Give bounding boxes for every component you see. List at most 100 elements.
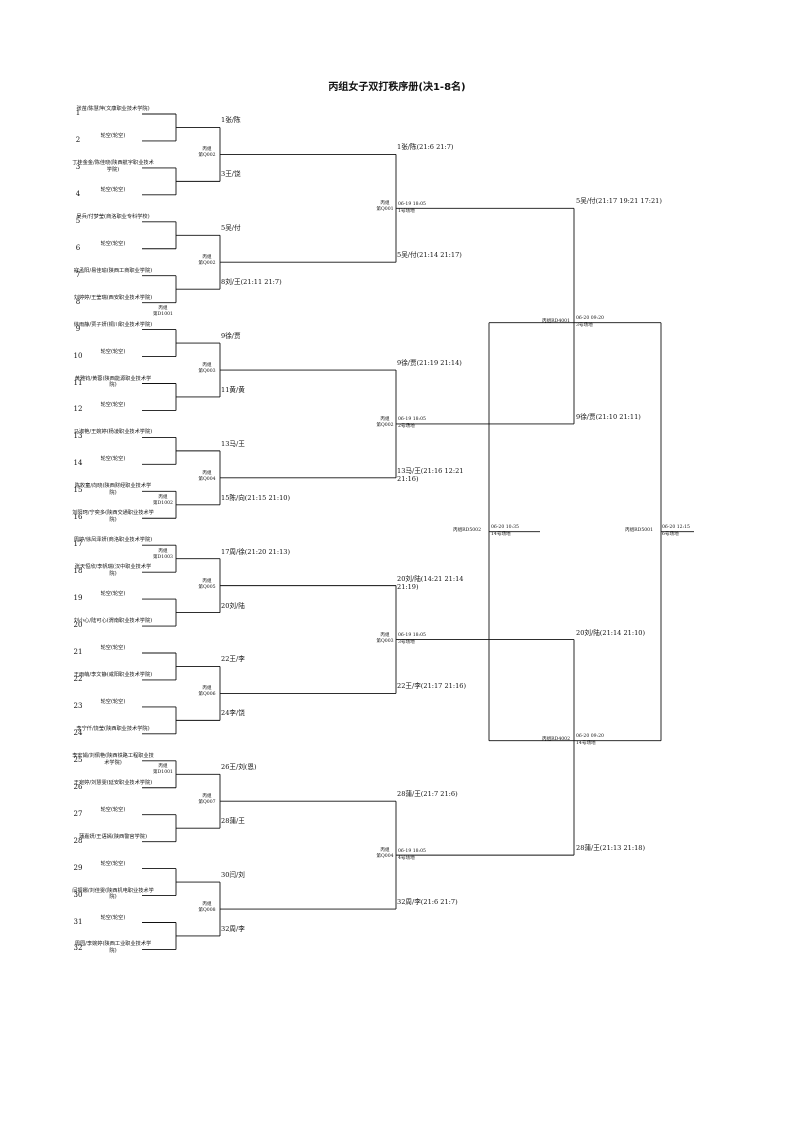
match-code: 丙组 第Q004	[198, 470, 216, 482]
round3-winner: 1张/陈(21:6 21:7)	[397, 143, 454, 152]
match-code: 丙组 第D1001	[153, 306, 173, 318]
round3-winner: 20刘/陆(14:21 21:14 21:19)	[397, 574, 464, 591]
entrant-name: 轮空(轮空)	[100, 860, 126, 867]
seed-number: 2	[75, 135, 81, 144]
seed-number: 13	[73, 432, 83, 441]
seed-number: 6	[75, 243, 81, 252]
match-time: 06-19 18:05	[398, 848, 426, 854]
entrant-name: 李宁仟/饶莹(陕西职业技术学院)	[76, 725, 150, 732]
entrant-name: 轮空(轮空)	[100, 132, 126, 139]
round2-winner: 3王/饶	[221, 170, 241, 179]
round2-winner: 5吴/付	[221, 224, 241, 233]
seed-number: 29	[73, 863, 83, 872]
entrant-name: 蒲嘉妍/王语嫣(陕西警官学院)	[78, 833, 148, 840]
match-time: 06-20 10:35	[491, 525, 519, 531]
match-venue: 3号场地	[576, 323, 593, 329]
entrant-name: 轮空(轮空)	[100, 914, 126, 921]
entrant-name: 陈牧童/向晓(陕西财经职业技术学院)	[74, 483, 152, 497]
seed-number: 32	[73, 944, 83, 953]
match-time: 06-19 18:05	[398, 417, 426, 423]
entrant-name: 吴兵/付梦莹(商洛职业专科学校)	[76, 213, 150, 220]
entrant-name: 刘阳珂/宁奕多(陕西交通职业技术学院)	[72, 510, 154, 524]
round2-winner: 11黄/黄	[221, 385, 245, 394]
match-time: 06-20 12:15	[662, 525, 690, 531]
match-code: 丙组RD5002	[452, 527, 482, 533]
round3-winner: 5吴/付(21:14 21:17)	[397, 251, 462, 260]
seed-number: 18	[73, 567, 83, 576]
match-venue: 14号场地	[576, 741, 596, 747]
match-code: 丙组 第Q004	[376, 848, 394, 860]
match-venue: 4号场地	[398, 855, 415, 861]
entrant-name: 轮空(轮空)	[100, 698, 126, 705]
round2-winner: 30闫/刘	[221, 871, 245, 880]
seed-number: 16	[73, 513, 83, 522]
seed-number: 28	[73, 836, 83, 845]
seed-number: 7	[75, 270, 81, 279]
seed-number: 15	[73, 486, 83, 495]
entrant-name: 闫振娜/刘佳雯(陕西机电职业技术学院)	[72, 887, 154, 901]
entrant-name: 丁桂金金/陈佳晓(陕西航宇职业技术学院)	[72, 159, 154, 173]
seed-number: 22	[73, 674, 83, 683]
match-code: 丙组 第D1003	[153, 548, 173, 560]
round3-winner: 28蒲/王(21:7 21:6)	[397, 790, 458, 799]
entrant-name: 周园/李婉婷(陕西工业职业技术学院)	[74, 941, 152, 955]
seed-number: 21	[73, 648, 83, 656]
seed-number: 20	[73, 621, 83, 630]
entrant-name: 张天恒欣/李帆瑞(汉中职业技术学院)	[74, 564, 152, 577]
round2-winner: 9徐/贾	[221, 332, 241, 341]
seed-number: 4	[75, 189, 81, 198]
match-venue: 1号场地	[398, 208, 415, 214]
round2-winner: 26王/刘(恩)	[221, 763, 257, 772]
match-time: 06-20 09:20	[576, 316, 604, 322]
match-code: 丙组 第Q003	[198, 363, 216, 375]
round3-winner: 13马/王(21:16 12:21 21:16)	[397, 466, 464, 483]
match-code: 丙组RD5001	[624, 527, 654, 533]
round4-winner: 28蒲/王(21:13 21:18)	[576, 844, 646, 853]
match-venue: 14号场地	[491, 532, 511, 538]
entrant-name: 周婷/徐凤泽妍(商洛职业技术学院)	[73, 537, 153, 544]
seed-number: 26	[73, 782, 83, 791]
round4-winner: 20刘/陆(21:14 21:10)	[576, 628, 646, 637]
seed-number: 14	[73, 459, 83, 468]
entrant-name: 寇孟阳/易佳瑜(陕西工商职业学院)	[73, 267, 153, 274]
seed-number: 11	[73, 378, 83, 387]
round3-winner: 22王/李(21:17 21:16)	[397, 682, 467, 691]
round2-winner: 24李/饶	[221, 709, 245, 718]
round3-winner: 32周/李(21:6 21:7)	[397, 898, 458, 907]
round3-winner: 9徐/贾(21:19 21:14)	[397, 359, 462, 368]
round2-winner: 8刘/王(21:11 21:7)	[221, 278, 282, 287]
round2-winner: 15陈/向(21:15 21:10)	[221, 493, 291, 502]
seed-number: 17	[73, 540, 83, 549]
seed-number: 27	[73, 809, 83, 818]
entrant-name: 王雨萌/李文静(咸阳职业技术学院)	[73, 671, 153, 678]
match-code: 丙组 第Q003	[376, 632, 394, 644]
match-code: 丙组RD4001	[541, 318, 571, 324]
seed-number: 1	[75, 109, 81, 117]
entrant-name: 黄雅钧/黄蓉(陕西能源职业技术学院)	[74, 375, 152, 389]
match-code: 丙组 第D1001	[153, 764, 173, 776]
match-code: 丙组 第Q002	[198, 255, 216, 267]
match-code: 丙组 第Q008	[198, 902, 216, 914]
round4-winner: 5吴/付(21:17 19:21 17:21)	[576, 197, 662, 206]
entrant-name: 轮空(轮空)	[100, 591, 126, 598]
match-code: 丙组 第Q002	[198, 147, 216, 159]
round2-winner: 22王/李	[221, 655, 245, 664]
entrant-name: 李宏娟/刘佩艳(陕西铁路工程职业技术学院)	[72, 752, 154, 766]
match-venue: 2号场地	[398, 424, 415, 430]
entrant-name: 徐雨静/贾子妍(铜川职业技术学院)	[73, 321, 153, 328]
match-code: 丙组RD4002	[541, 736, 571, 742]
seed-number: 25	[73, 755, 83, 764]
match-time: 06-19 18:05	[398, 201, 426, 207]
seed-number: 3	[75, 162, 81, 171]
match-time: 06-19 18:05	[398, 633, 426, 639]
entrant-name: 轮空(轮空)	[100, 645, 126, 651]
seed-number: 19	[73, 594, 83, 603]
match-code: 丙组 第Q005	[198, 578, 216, 590]
match-code: 丙组 第D1002	[153, 494, 173, 506]
match-code: 丙组 第Q007	[198, 794, 216, 806]
entrant-name: 轮空(轮空)	[100, 240, 126, 247]
round2-winner: 28蒲/王	[221, 817, 245, 826]
match-venue: 6号场地	[662, 532, 679, 538]
seed-number: 8	[75, 297, 81, 306]
